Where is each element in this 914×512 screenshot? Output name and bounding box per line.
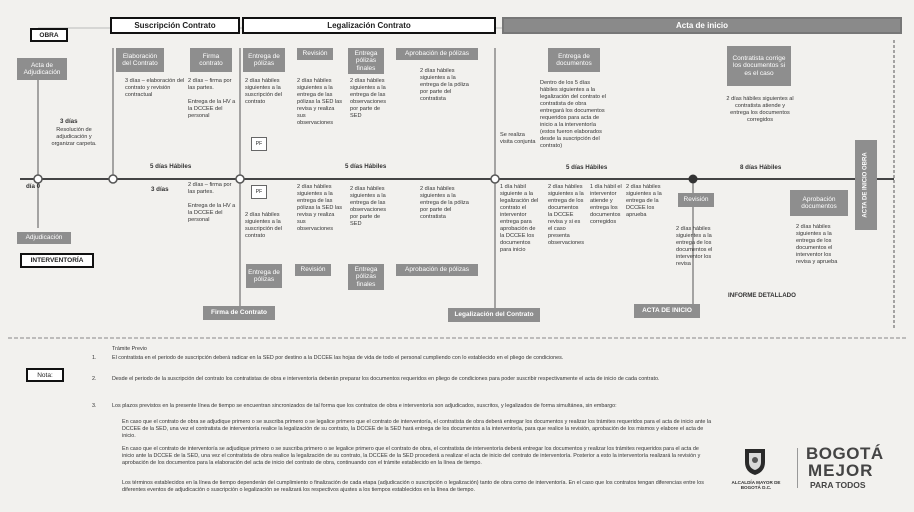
stage-aprobacion-polizas: Aprobación de pólizas	[396, 48, 478, 60]
interv-text-1: 2 días – firma por las partes. Entrega d…	[188, 182, 236, 223]
stage-i-revision-2: Revisión	[678, 193, 714, 207]
note-1: El contratista en el periodo de suscripc…	[112, 355, 564, 361]
note-bullet-2: En caso que el contrato de interventoría…	[122, 446, 701, 467]
stage-elaboracion: Elaboración del Contrato	[116, 48, 164, 72]
duration-obra-2: 5 días Hábiles	[345, 163, 387, 170]
stage-acta-adjudicacion: Acta de Adjudicación	[17, 58, 67, 80]
note-num-3: 3.	[92, 403, 97, 409]
duration-dia0: día 0	[26, 183, 41, 190]
alcaldia-logo-text: ALCALDÍA MAYOR DE BOGOTÁ D.C.	[731, 480, 781, 491]
stage-adjudicacion: Adjudicación	[17, 232, 71, 244]
stage-entrega-finales: Entrega pólizas finales	[348, 48, 384, 74]
stage-i-aprobacion: Aprobación de pólizas	[396, 264, 478, 276]
obra-text-8: 2 días hábiles siguientes al contratista…	[726, 96, 794, 123]
interv-text-11: 2 días hábiles siguientes a la entrega d…	[796, 224, 838, 265]
pf-box-top: PF	[251, 137, 267, 151]
duration-obra-4: 8 días Hábiles	[740, 164, 782, 171]
note-num-1: 1.	[92, 355, 97, 361]
stage-i-aprobacion-documentos: Aprobación documentos	[790, 190, 848, 216]
interv-text-10: 2 días hábiles siguientes a la entrega d…	[676, 226, 713, 267]
interv-text-2: 2 días hábiles siguientes a la suscripci…	[245, 212, 282, 239]
stage-entrega-documentos: Entrega de documentos	[548, 48, 600, 72]
logo-divider	[797, 448, 798, 488]
interv-text-9: 2 días hábiles siguientes a la entrega d…	[626, 184, 662, 218]
interv-text-3: 2 días hábiles siguientes a la entrega d…	[297, 184, 343, 232]
stage-firma: Firma contrato	[190, 48, 232, 72]
obra-text-3: 2 días hábiles siguientes a la suscripci…	[245, 78, 282, 105]
duration-obra-1: 5 días Hábiles	[150, 163, 192, 170]
note-bullet-1: En caso que el contrato de obra se adjud…	[122, 419, 712, 440]
header-acta-inicio: Acta de inicio	[502, 17, 902, 34]
interv-text-5: 2 días hábiles siguientes a la entrega d…	[420, 186, 469, 220]
obra-text-2: 2 días – firma por las partes. Entrega d…	[188, 78, 236, 119]
note-tramite: Trámite Previo	[112, 346, 147, 352]
stage-contratista-corrige: Contratista corrige los documentos si es…	[727, 46, 791, 86]
para-todos-logo-text: PARA TODOS	[810, 480, 866, 490]
obra-text-4: 2 días hábiles siguientes a la entrega d…	[297, 78, 343, 126]
interv-text-8: 1 día hábil el interventor atiende y ent…	[590, 184, 622, 225]
duration-interv-1: 3 días	[151, 186, 169, 193]
milestone-legalizacion: Legalización del Contrato	[448, 308, 540, 322]
header-suscripcion: Suscripción Contrato	[110, 17, 240, 34]
duration-3dias-label: 3 días	[60, 118, 78, 125]
milestone-acta-inicio: ACTA DE INICIO	[634, 304, 700, 318]
note-2: Desde el periodo de la suscripción del c…	[112, 376, 660, 382]
obra-text-7: Dentro de los 5 días hábiles siguientes …	[540, 80, 606, 149]
pf-box-bottom: PF	[251, 185, 267, 199]
milestone-firma: Firma de Contrato	[203, 306, 275, 320]
note-num-2: 2.	[92, 376, 97, 382]
label-interventoria: INTERVENTORÍA	[20, 253, 94, 268]
duration-resolucion: Resolución de adjudicación y organizar c…	[51, 127, 97, 147]
duration-obra-3: 5 días Hábiles	[566, 164, 608, 171]
bogota-logo-text: BOGOTÁ	[806, 444, 884, 463]
stage-i-revision: Revisión	[295, 264, 331, 276]
milestone-vertical-label: ACTA DE INICIO OBRA	[863, 152, 869, 218]
interv-text-6: 1 día hábil siguiente a la legalización …	[500, 184, 539, 253]
note-3: Los plazos previstos en la presente líne…	[112, 403, 617, 409]
note-bullet-3: Los términos establecidos en la línea de…	[122, 480, 704, 494]
mejor-logo-text: MEJOR	[808, 461, 874, 480]
milestone-vertical-box: ACTA DE INICIO OBRA	[855, 140, 877, 230]
obra-text-9: Se realiza visita conjunta	[500, 132, 536, 145]
interv-text-7: 2 días hábiles siguientes a la entrega d…	[548, 184, 585, 246]
obra-text-6: 2 días hábiles siguientes a la entrega d…	[420, 68, 469, 102]
coat-of-arms-icon	[745, 449, 765, 475]
obra-text-1: 3 días – elaboración del contrato y revi…	[125, 78, 185, 98]
header-legalizacion: Legalización Contrato	[242, 17, 496, 34]
obra-text-5: 2 días hábiles siguientes a la entrega d…	[350, 78, 387, 119]
stage-revision: Revisión	[297, 48, 333, 60]
stage-entrega-polizas: Entrega de pólizas	[243, 48, 285, 72]
stage-i-entrega-polizas: Entrega de pólizas	[246, 264, 282, 288]
stage-i-entrega-finales: Entrega pólizas finales	[348, 264, 384, 290]
label-nota: Nota:	[26, 368, 64, 382]
label-obra: OBRA	[30, 28, 68, 42]
informe-detallado: INFORME DETALLADO	[728, 292, 796, 299]
interv-text-4: 2 días hábiles siguientes a la entrega d…	[350, 186, 387, 227]
